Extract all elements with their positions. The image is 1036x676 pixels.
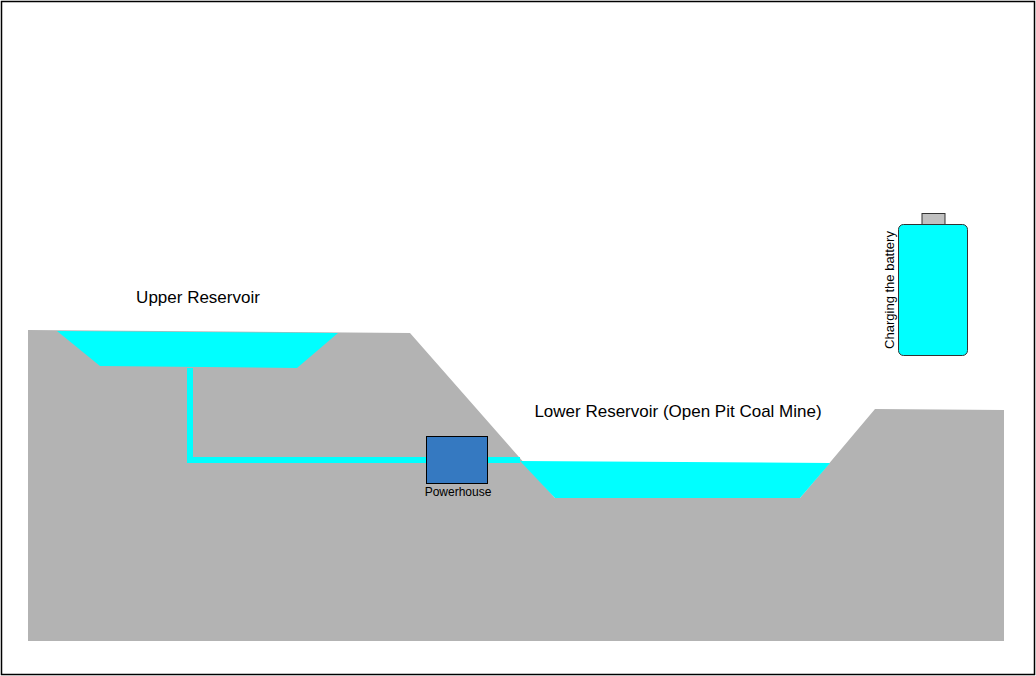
reservoir-label-group: Upper Reservoir bbox=[57, 285, 339, 368]
battery-body bbox=[899, 225, 968, 356]
powerhouse-box: Powerhouse bbox=[426, 436, 488, 484]
node-label: Lower Reservoir (Open Pit Coal Mine) bbox=[534, 403, 821, 420]
ground-terrain bbox=[28, 330, 1004, 641]
water-pipe bbox=[488, 457, 520, 463]
battery-terminal bbox=[922, 214, 945, 225]
lower-water bbox=[520, 461, 830, 498]
reservoir-label-group: Lower Reservoir (Open Pit Coal Mine) bbox=[508, 398, 848, 498]
node-label: Powerhouse bbox=[425, 486, 492, 498]
upper-water bbox=[57, 331, 338, 368]
node-label: Charging the battery bbox=[883, 231, 896, 349]
node-label: Upper Reservoir bbox=[136, 289, 260, 306]
water-pipe bbox=[190, 368, 426, 460]
battery-shape: Charging the battery bbox=[880, 213, 968, 357]
